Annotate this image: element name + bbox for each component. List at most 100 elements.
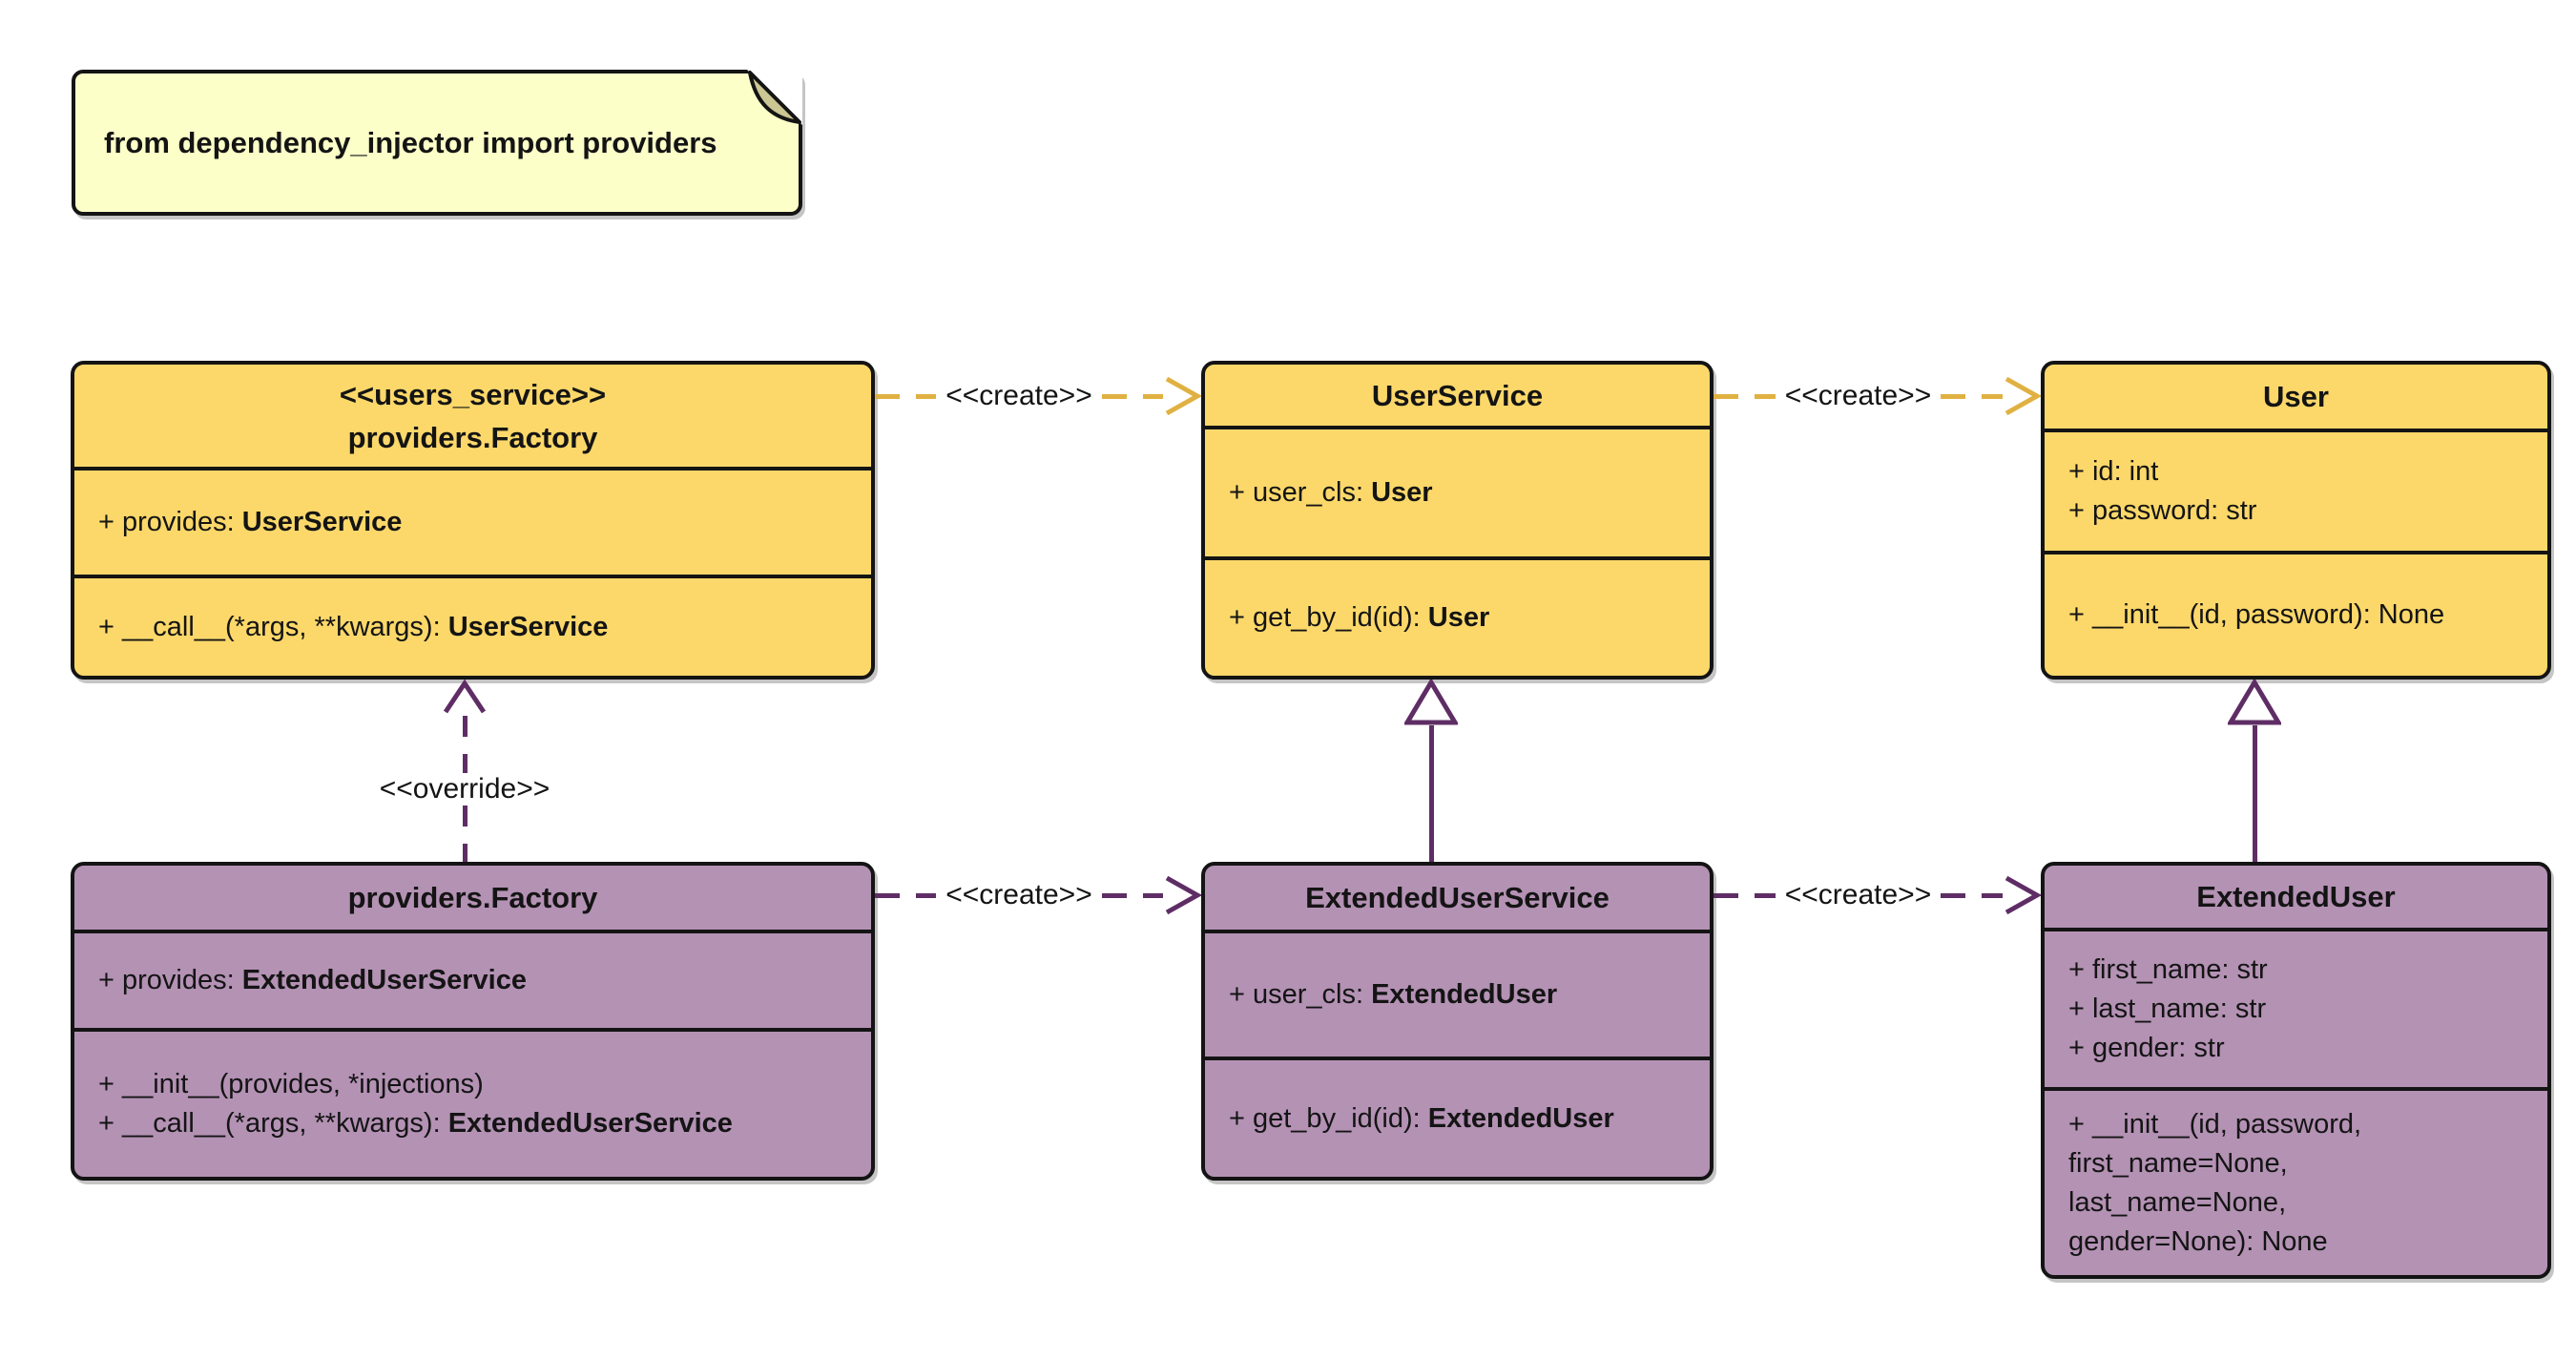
inheritance-arrow-extendeduserservice-to-userservice — [1404, 680, 1458, 862]
open-arrowhead-right-icon — [2005, 376, 2041, 416]
member-text: + __call__(*args, **kwargs): — [98, 611, 448, 642]
open-arrowhead-right-icon — [1165, 875, 1201, 915]
class-attribute: + provides: ExtendedUserService — [74, 961, 871, 1000]
class-box-user: User + id: int + password: str + __init_… — [2041, 361, 2551, 680]
operations-compartment: + __init__(id, password, first_name=None… — [2045, 1087, 2547, 1275]
member-text: + __call__(*args, **kwargs): — [98, 1108, 448, 1139]
dashed-line — [1941, 892, 2003, 898]
class-header: ExtendedUser — [2045, 866, 2547, 928]
inheritance-arrow-extendeduser-to-user — [2228, 680, 2281, 862]
class-attribute: + gender: str — [2045, 1029, 2547, 1068]
sticky-note: from dependency_injector import provider… — [72, 70, 802, 216]
note-folded-corner-icon — [747, 70, 802, 125]
member-text: + id: int — [2068, 456, 2159, 487]
class-box-extended-factory: providers.Factory + provides: ExtendedUs… — [71, 862, 875, 1181]
class-attribute: + password: str — [2045, 492, 2547, 531]
class-attribute: + last_name: str — [2045, 990, 2547, 1029]
class-attribute: + user_cls: ExtendedUser — [1205, 975, 1710, 1015]
open-arrowhead-right-icon — [1165, 376, 1201, 416]
class-attribute: + provides: UserService — [74, 503, 871, 542]
member-text: + __init__(id, password): None — [2068, 599, 2445, 630]
member-text: + last_name: str — [2068, 994, 2267, 1024]
class-header: providers.Factory — [74, 866, 871, 930]
member-text: + first_name: str — [2068, 954, 2268, 985]
class-name: ExtendedUserService — [1305, 881, 1610, 914]
class-stereotype: <<users_service>> — [339, 377, 607, 411]
class-box-userservice: UserService + user_cls: User + get_by_id… — [1201, 361, 1714, 680]
type-reference: ExtendedUser — [1371, 979, 1558, 1010]
class-box-extendeduserservice: ExtendedUserService + user_cls: Extended… — [1201, 862, 1714, 1181]
class-header: <<users_service>> providers.Factory — [74, 365, 871, 467]
class-name: ExtendedUser — [2196, 880, 2396, 913]
create-label: <<create>> — [1784, 879, 1932, 910]
dashed-line — [875, 393, 937, 399]
operations-compartment: + __call__(*args, **kwargs): UserService — [74, 575, 871, 676]
operations-compartment: + get_by_id(id): User — [1205, 556, 1710, 676]
class-header: ExtendedUserService — [1205, 866, 1710, 930]
attributes-compartment: + first_name: str + last_name: str + gen… — [2045, 928, 2547, 1087]
class-header: UserService — [1205, 365, 1710, 426]
class-attribute: + id: int — [2045, 452, 2547, 492]
dashed-line — [1941, 393, 2003, 399]
note-text: from dependency_injector import provider… — [104, 125, 717, 159]
member-text: + provides: — [98, 965, 242, 995]
class-operation: + __init__(id, password): None — [2045, 596, 2547, 635]
create-arrow-userservice-to-user: <<create>> — [1714, 374, 2041, 418]
type-reference: User — [1427, 602, 1490, 633]
dashed-line — [1714, 393, 1776, 399]
create-label: <<create>> — [945, 879, 1092, 910]
class-operation: + __call__(*args, **kwargs): ExtendedUse… — [74, 1104, 871, 1143]
class-operation: + get_by_id(id): ExtendedUser — [1205, 1099, 1710, 1139]
member-text: + gender: str — [2068, 1033, 2225, 1063]
member-text: + get_by_id(id): — [1229, 602, 1428, 633]
dashed-line — [875, 892, 937, 898]
class-operation: gender=None): None — [2045, 1223, 2547, 1262]
dashed-line — [462, 716, 467, 773]
class-attribute: + first_name: str — [2045, 951, 2547, 990]
member-text: first_name=None, — [2068, 1147, 2288, 1179]
create-arrow-factory-to-userservice: <<create>> — [875, 374, 1201, 418]
type-reference: ExtendedUserService — [447, 1108, 733, 1139]
create-arrow-extendeduserservice-to-extendeduser: <<create>> — [1714, 873, 2041, 917]
type-reference: ExtendedUser — [1427, 1102, 1614, 1134]
member-text: + user_cls: — [1229, 979, 1372, 1010]
type-reference: User — [1371, 477, 1433, 508]
dashed-line — [1101, 393, 1163, 399]
class-name: providers.Factory — [347, 420, 598, 454]
class-operation: + get_by_id(id): User — [1205, 598, 1710, 638]
member-text: + __init__(id, password, — [2068, 1108, 2362, 1140]
member-text: + provides: — [98, 507, 242, 537]
attributes-compartment: + provides: ExtendedUserService — [74, 930, 871, 1028]
class-box-users-service-factory: <<users_service>> providers.Factory + pr… — [71, 361, 875, 680]
member-text: + user_cls: — [1229, 477, 1372, 508]
class-attribute: + user_cls: User — [1205, 473, 1710, 513]
member-text: + password: str — [2068, 495, 2257, 526]
open-arrowhead-right-icon — [2005, 875, 2041, 915]
open-arrowhead-up-icon — [443, 680, 487, 714]
attributes-compartment: + provides: UserService — [74, 467, 871, 575]
type-reference: UserService — [447, 611, 609, 642]
dashed-line — [1101, 892, 1163, 898]
override-arrow-extfactory-to-factory: <<override>> — [312, 680, 617, 862]
class-name: User — [2263, 380, 2329, 413]
class-operation: first_name=None, — [2045, 1144, 2547, 1183]
hollow-triangle-arrowhead-icon — [2228, 680, 2281, 725]
attributes-compartment: + user_cls: User — [1205, 426, 1710, 556]
member-text: + __init__(provides, *injections) — [98, 1069, 484, 1099]
class-name: UserService — [1371, 378, 1544, 412]
override-label: <<override>> — [379, 772, 551, 805]
hollow-triangle-arrowhead-icon — [1404, 680, 1458, 725]
member-text: last_name=None, — [2068, 1186, 2287, 1218]
class-operation: + __init__(provides, *injections) — [74, 1065, 871, 1104]
operations-compartment: + get_by_id(id): ExtendedUser — [1205, 1057, 1710, 1177]
operations-compartment: + __init__(id, password): None — [2045, 551, 2547, 676]
type-reference: ExtendedUserService — [241, 965, 527, 995]
dashed-line — [1714, 892, 1776, 898]
class-operation: last_name=None, — [2045, 1183, 2547, 1223]
class-name: providers.Factory — [347, 881, 598, 914]
solid-line — [1428, 725, 1434, 862]
attributes-compartment: + user_cls: ExtendedUser — [1205, 930, 1710, 1057]
class-operation: + __call__(*args, **kwargs): UserService — [74, 608, 871, 647]
class-operation: + __init__(id, password, — [2045, 1105, 2547, 1144]
